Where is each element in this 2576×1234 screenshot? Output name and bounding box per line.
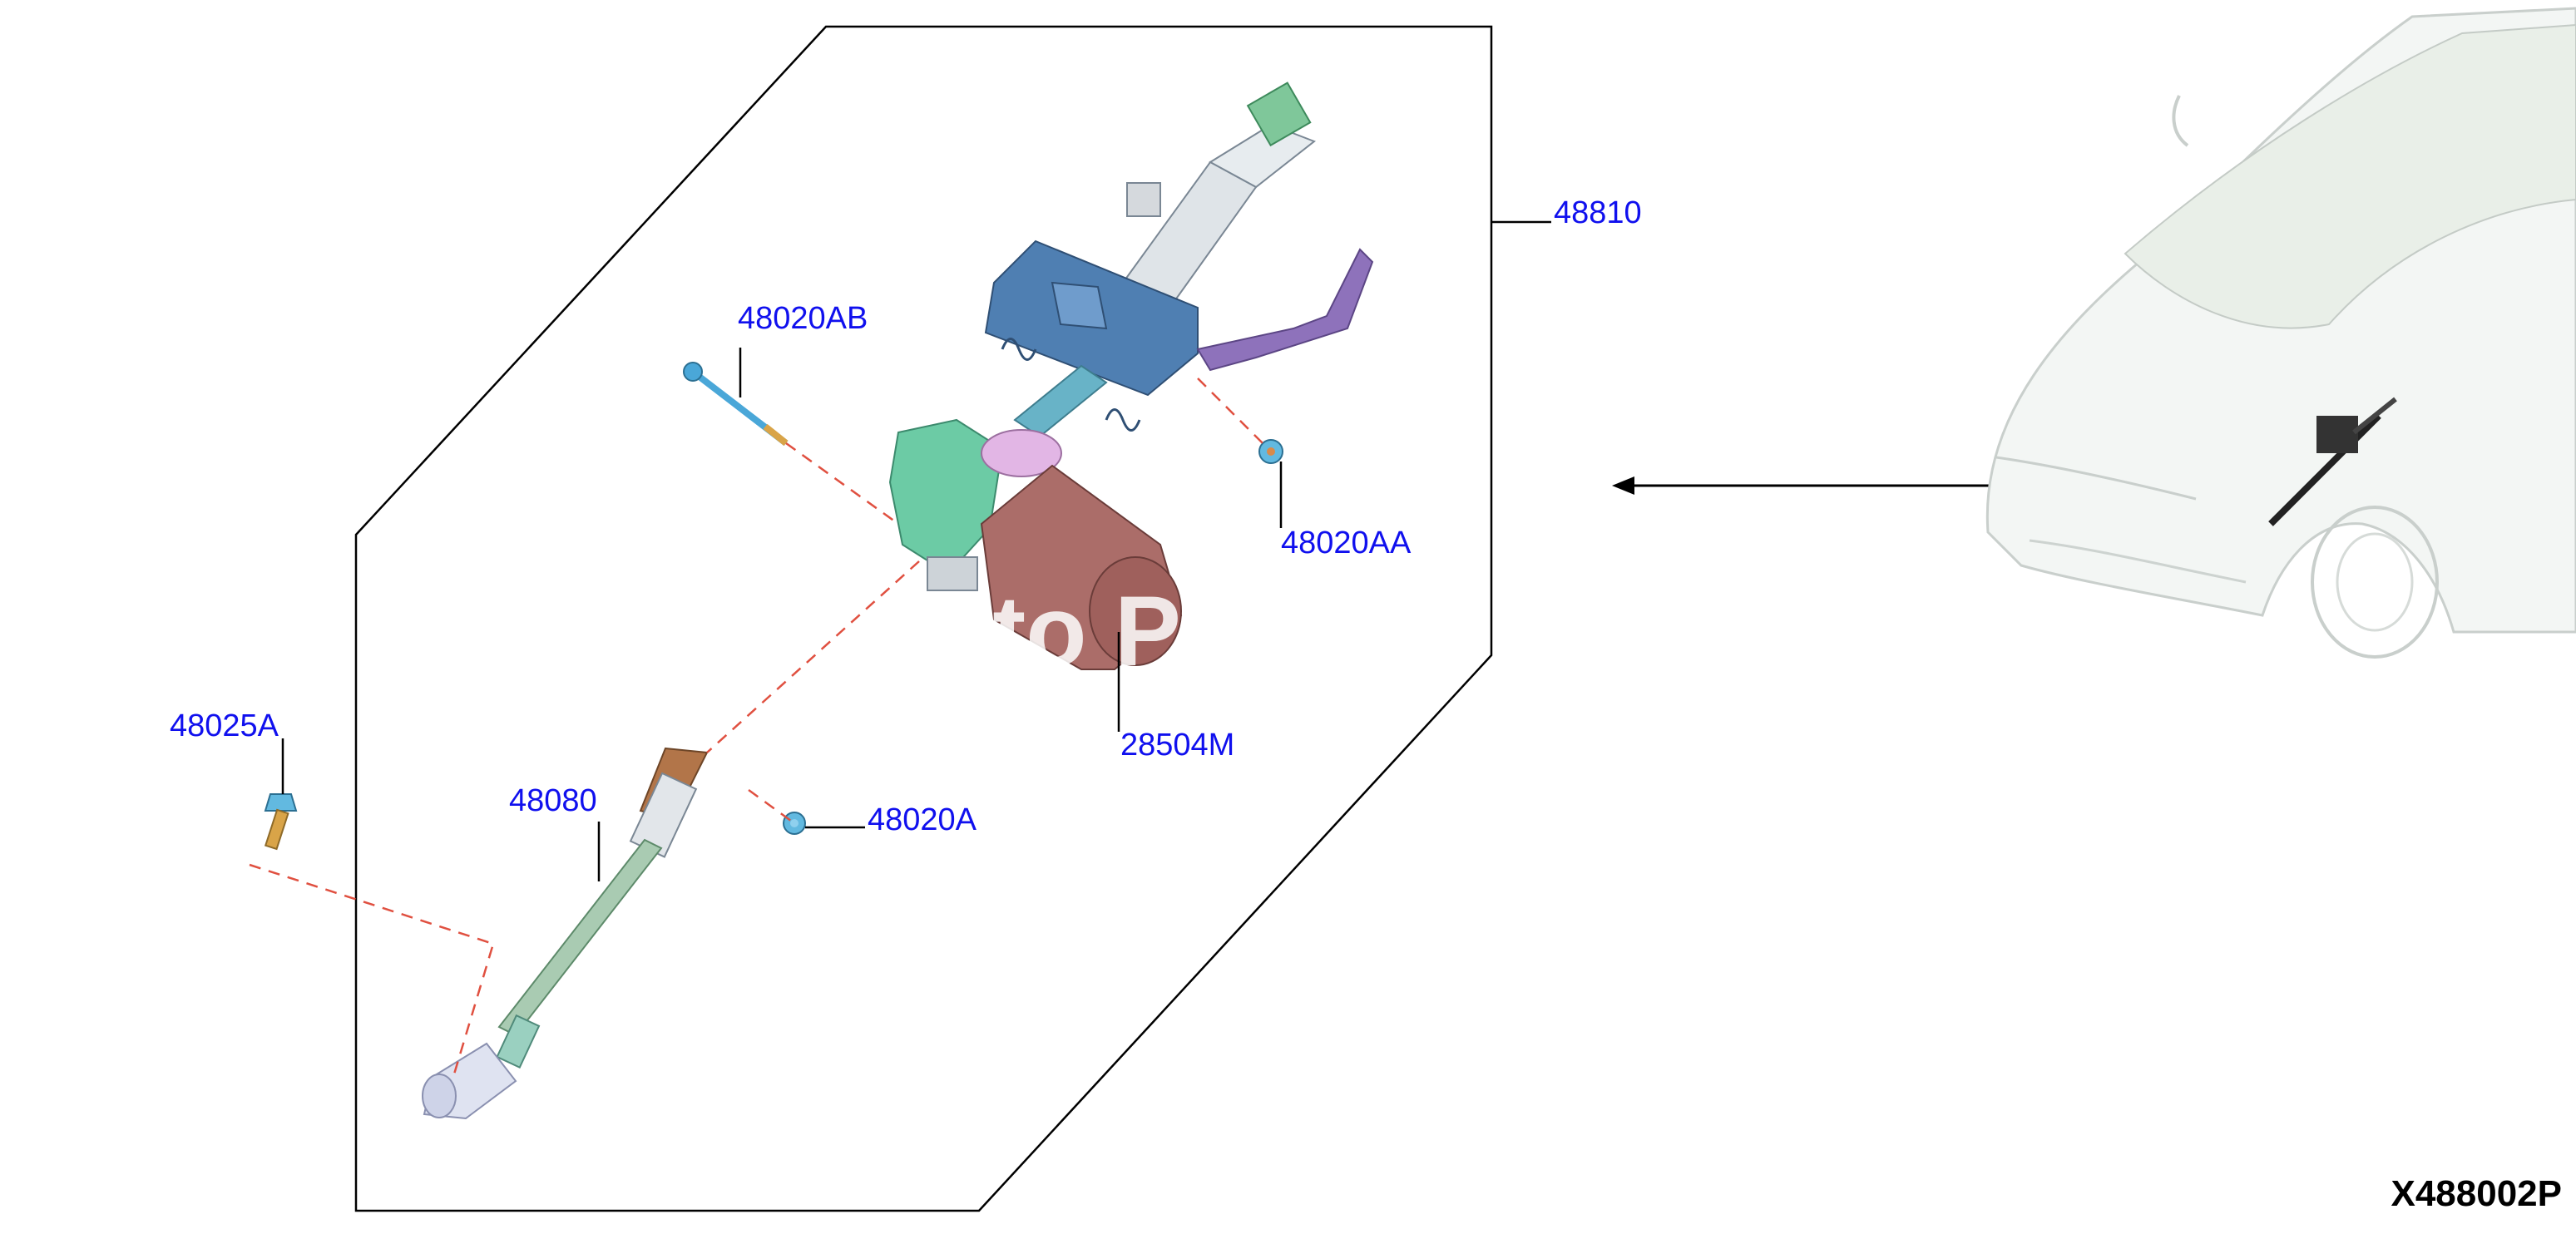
- callout-48080[interactable]: 48080: [509, 783, 597, 818]
- callout-48810[interactable]: 48810: [1554, 195, 1642, 230]
- callout-48025A[interactable]: 48025A: [170, 708, 279, 743]
- diagram-id: X488002P: [2391, 1173, 2562, 1214]
- bolt-48025A-illustration: [264, 793, 298, 851]
- steering-column-illustration: [888, 81, 1374, 670]
- intermediate-shaft-illustration: [422, 747, 709, 1120]
- callout-28504M[interactable]: 28504M: [1120, 728, 1234, 763]
- leader-lines: [281, 220, 1551, 881]
- vehicle-locator-illustration: [1985, 7, 2576, 659]
- nut-48020AA-illustration: [1258, 439, 1283, 464]
- bolt-48020AB-illustration: [683, 362, 789, 447]
- assembly-boundary: [354, 25, 1493, 1212]
- nut-48020A-illustration: [783, 812, 806, 835]
- callout-48020AB[interactable]: 48020AB: [738, 301, 868, 336]
- vehicle-steering-column-mark: [2268, 397, 2397, 526]
- watermark-left: uto P: [932, 575, 1181, 687]
- assembly-dashed-lines: [249, 378, 1265, 1078]
- callout-48020AA[interactable]: 48020AA: [1281, 526, 1412, 560]
- callout-48020A[interactable]: 48020A: [868, 802, 977, 837]
